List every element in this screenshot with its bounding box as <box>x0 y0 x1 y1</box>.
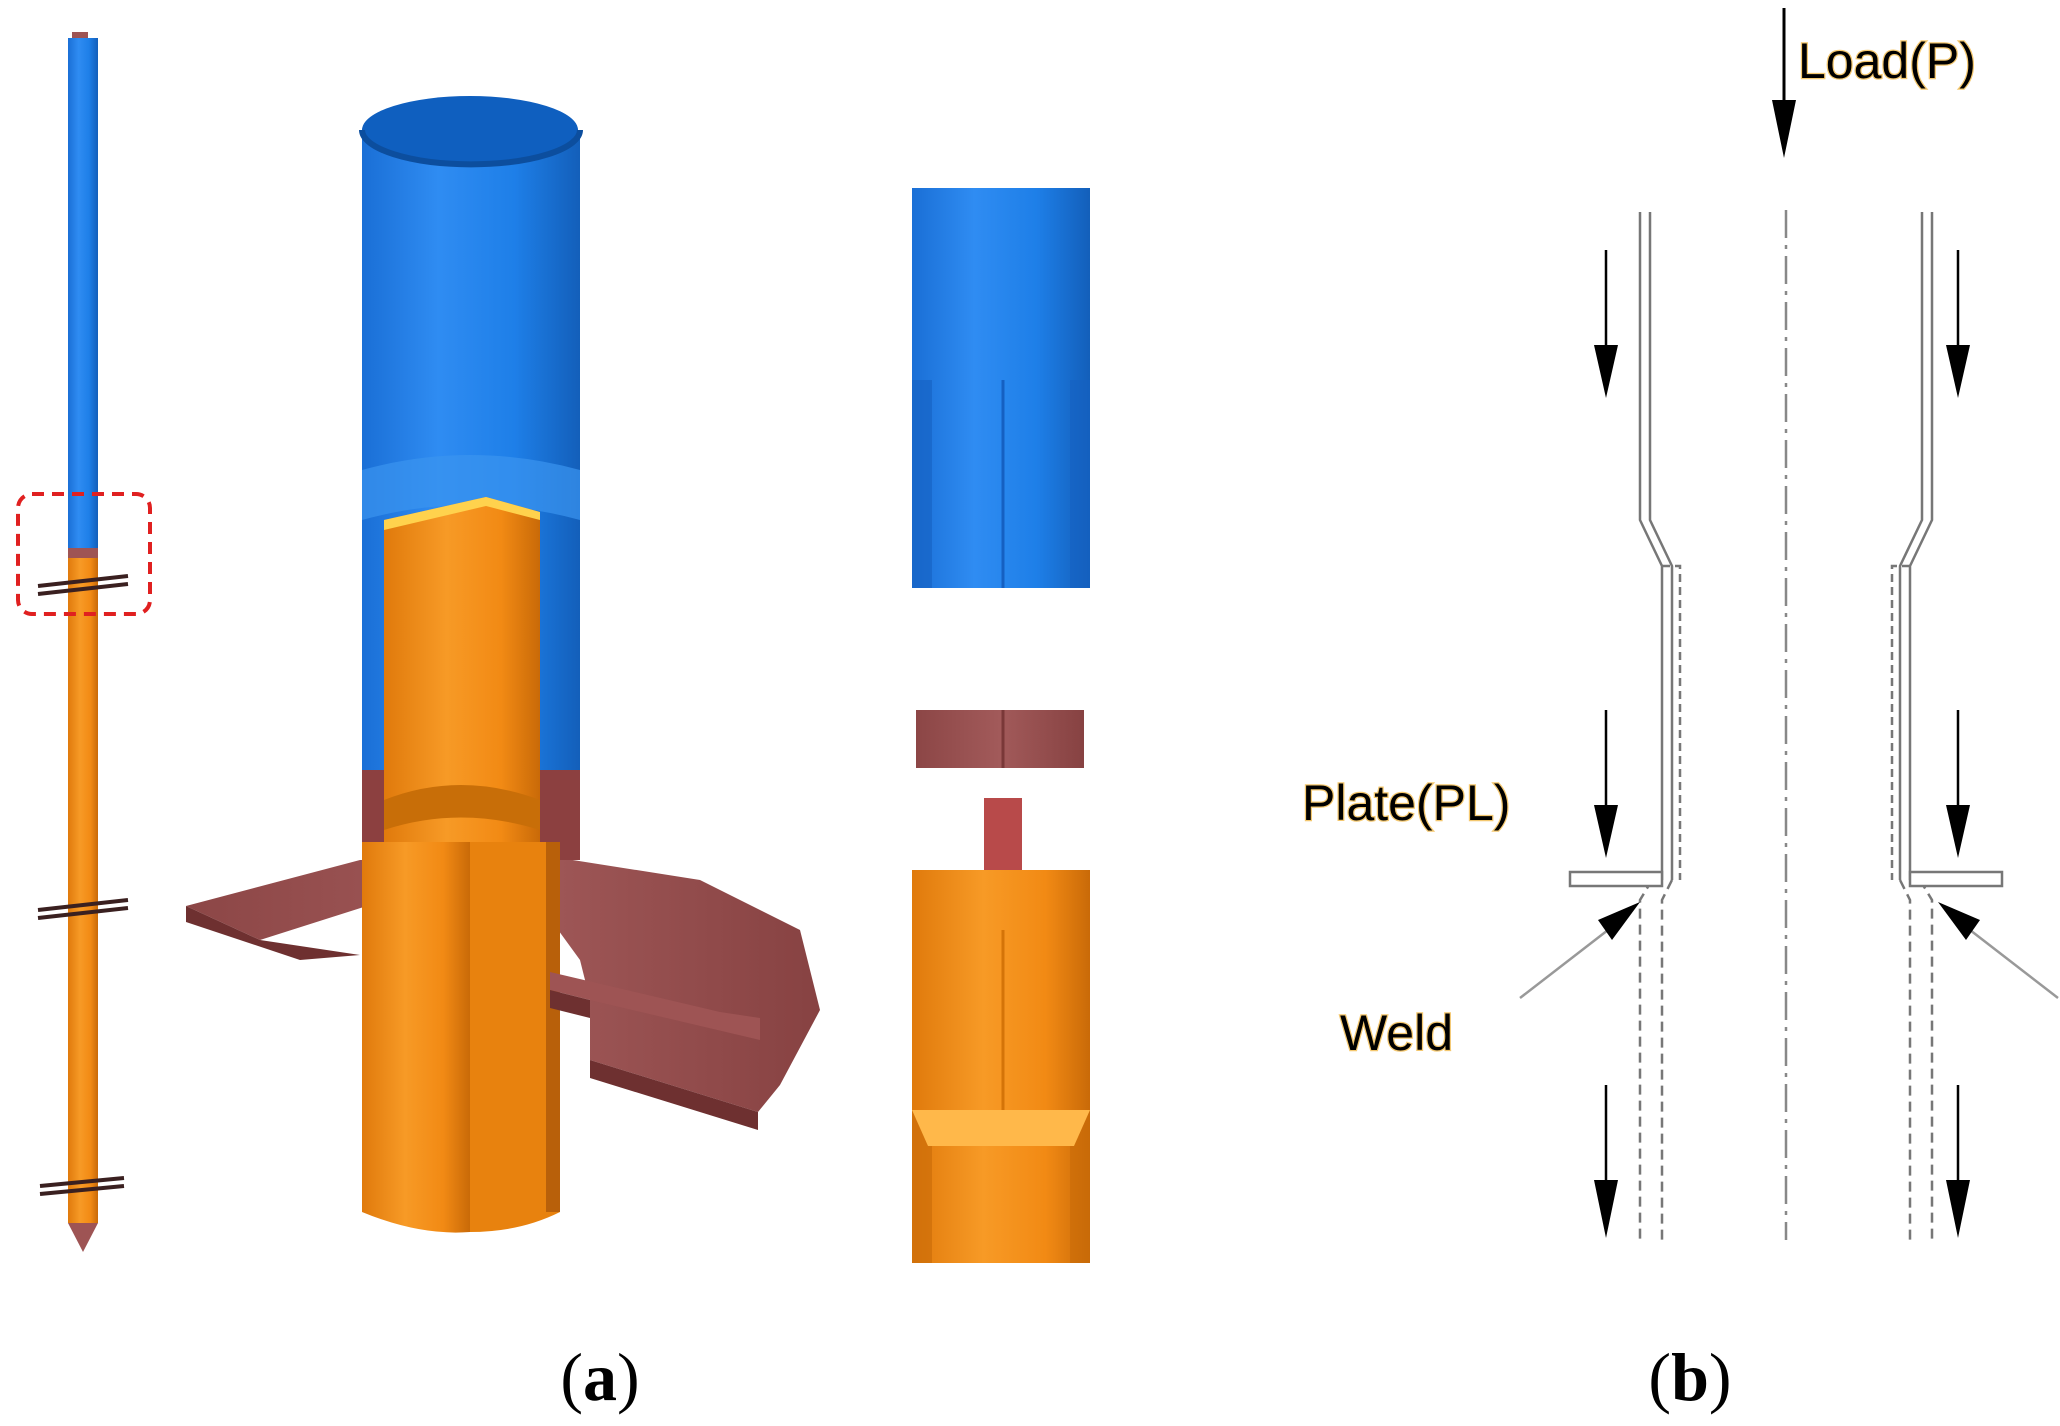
left-plate <box>1568 870 1664 888</box>
exploded-plate <box>916 710 1084 768</box>
panel-b: Load(P) <box>1301 8 2059 1415</box>
lower-pile-segment <box>68 558 98 1223</box>
load-arrow <box>1772 8 1796 158</box>
panel-a: (a) <box>16 32 1090 1415</box>
full-pile-model <box>16 32 152 1252</box>
plate-label: Plate(PL) <box>1302 775 1510 831</box>
exploded-lower-pile <box>912 870 1090 1263</box>
caption-a: (a) <box>560 1339 639 1415</box>
weld-label: Weld <box>1340 1005 1453 1061</box>
exploded-upper-pile <box>912 188 1090 588</box>
joint-plate <box>68 548 98 558</box>
right-pile-wall <box>1890 212 1934 1240</box>
pile-tip <box>68 1223 98 1252</box>
right-plate <box>1908 870 2004 888</box>
inner-sleeve <box>384 497 540 842</box>
force-arrows <box>1594 250 1970 1238</box>
left-pile-wall <box>1638 212 1682 1240</box>
exploded-assembly <box>912 188 1090 1263</box>
lower-pile-front <box>362 842 470 1233</box>
caption-b: (b) <box>1648 1339 1731 1415</box>
joint-detail-model <box>186 96 820 1233</box>
detail-highlight-box <box>16 492 152 616</box>
load-label: Load(P) <box>1798 33 1976 89</box>
upper-pile-segment <box>68 38 98 548</box>
upper-pile-opening <box>362 96 578 164</box>
helix-plate <box>186 858 820 1112</box>
helix-blades <box>37 574 129 1196</box>
weld-pointers <box>1519 902 2059 999</box>
